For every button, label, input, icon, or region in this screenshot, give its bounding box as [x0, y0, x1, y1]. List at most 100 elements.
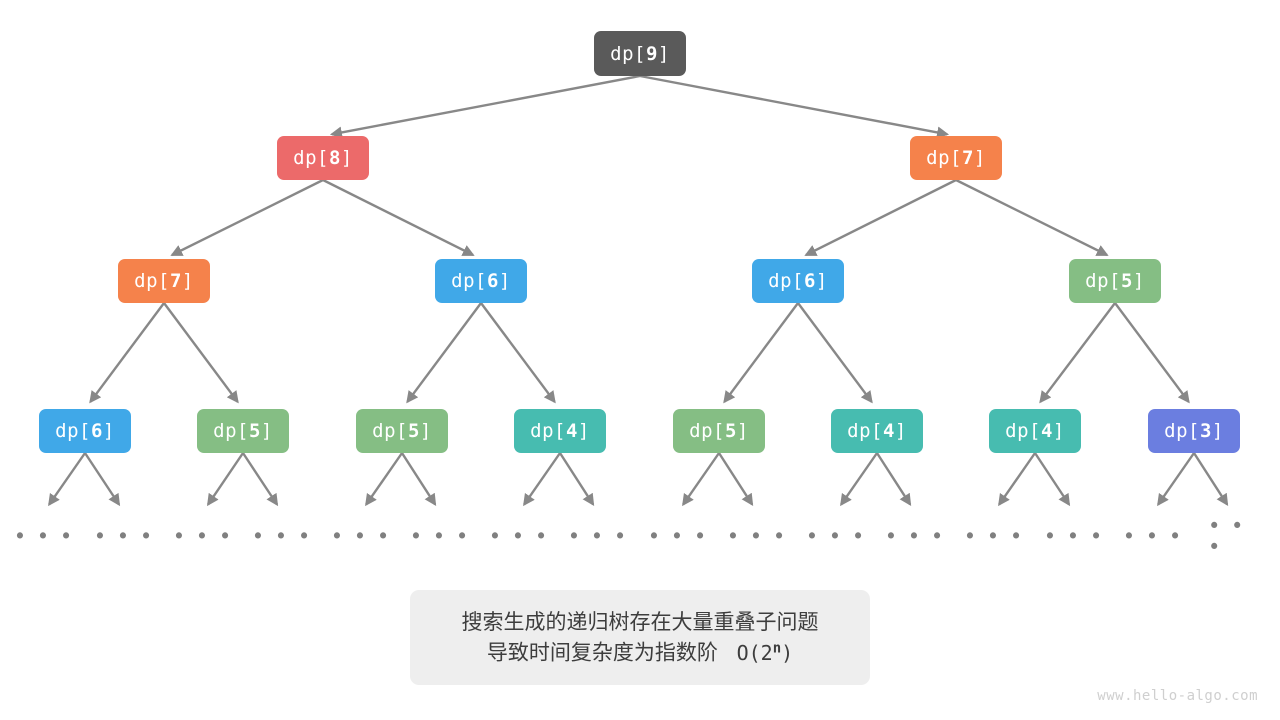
tree-node-dp-9[interactable]: dp[9] — [594, 31, 686, 76]
caption-line-2-text: 导致时间复杂度为指数阶 — [486, 640, 718, 665]
complexity-open: O(2 — [736, 640, 773, 665]
ellipsis-marker: • • • — [13, 524, 75, 549]
node-index-value: 7 — [169, 270, 182, 292]
node-label-suffix: ] — [340, 147, 353, 169]
tree-edge — [998, 452, 1036, 507]
node-index-value: 9 — [645, 42, 658, 65]
tree-node-dp-5[interactable]: dp[5] — [673, 409, 765, 453]
ellipsis-marker: • • • — [567, 524, 629, 549]
node-label-suffix: ] — [894, 420, 907, 442]
node-label-suffix: ] — [657, 42, 670, 65]
node-index-value: 5 — [248, 420, 261, 442]
node-index-value: 5 — [1120, 270, 1133, 292]
tree-node-dp-5[interactable]: dp[5] — [1069, 259, 1161, 303]
ellipsis-marker: • • • — [330, 524, 392, 549]
node-label-suffix: ] — [815, 270, 828, 292]
node-label-suffix: ] — [102, 420, 115, 442]
complexity-notation: O(2n) — [725, 640, 794, 665]
ellipsis-marker: • • • — [251, 524, 313, 549]
node-label-suffix: ] — [1132, 270, 1145, 292]
tree-edge — [89, 302, 165, 404]
ellipsis-marker: • • • — [963, 524, 1025, 549]
tree-edge — [206, 452, 244, 507]
tree-node-dp-7[interactable]: dp[7] — [910, 136, 1002, 180]
ellipsis-marker: • • • — [409, 524, 471, 549]
ellipsis-marker: • • • — [805, 524, 867, 549]
node-index-value: 3 — [1199, 420, 1212, 442]
tree-edge — [1157, 452, 1195, 507]
node-index-value: 6 — [90, 420, 103, 442]
node-label-prefix: dp[ — [689, 420, 725, 442]
node-label-prefix: dp[ — [134, 270, 170, 292]
complexity-exponent: n — [772, 640, 782, 657]
ellipsis-marker: • • • — [488, 524, 550, 549]
node-label-prefix: dp[ — [1005, 420, 1041, 442]
tree-node-dp-8[interactable]: dp[8] — [277, 136, 369, 180]
tree-edge — [875, 452, 912, 507]
tree-node-dp-4[interactable]: dp[4] — [514, 409, 606, 453]
node-label-prefix: dp[ — [768, 270, 804, 292]
tree-edge — [723, 302, 799, 404]
node-index-value: 6 — [486, 270, 499, 292]
tree-edge — [558, 452, 595, 507]
tree-edge — [523, 452, 561, 507]
tree-edge — [717, 452, 754, 507]
node-label-prefix: dp[ — [372, 420, 408, 442]
tree-node-dp-5[interactable]: dp[5] — [356, 409, 448, 453]
node-label-prefix: dp[ — [530, 420, 566, 442]
node-label-prefix: dp[ — [213, 420, 249, 442]
node-label-prefix: dp[ — [451, 270, 487, 292]
tree-edge — [322, 178, 475, 257]
node-label-prefix: dp[ — [293, 147, 329, 169]
caption-box: 搜索生成的递归树存在大量重叠子问题 导致时间复杂度为指数阶 O(2n) — [410, 590, 870, 685]
node-label-suffix: ] — [973, 147, 986, 169]
node-label-prefix: dp[ — [55, 420, 91, 442]
node-index-value: 8 — [328, 147, 341, 169]
watermark: www.hello-algo.com — [1097, 688, 1258, 704]
complexity-close: ) — [781, 640, 794, 665]
tree-node-dp-5[interactable]: dp[5] — [197, 409, 289, 453]
node-label-suffix: ] — [736, 420, 749, 442]
tree-edge — [682, 452, 720, 507]
node-label-suffix: ] — [1052, 420, 1065, 442]
tree-edge — [804, 178, 957, 257]
ellipsis-marker: • • • — [1043, 524, 1105, 549]
tree-node-dp-6[interactable]: dp[6] — [435, 259, 527, 303]
tree-edge — [1039, 302, 1116, 404]
tree-node-dp-4[interactable]: dp[4] — [989, 409, 1081, 453]
tree-edge — [48, 452, 86, 507]
tree-edge — [170, 178, 324, 257]
node-index-value: 4 — [1040, 420, 1053, 442]
ellipsis-marker: • • • — [93, 524, 155, 549]
tree-node-dp-6[interactable]: dp[6] — [752, 259, 844, 303]
tree-node-dp-3[interactable]: dp[3] — [1148, 409, 1240, 453]
tree-edge — [639, 74, 950, 139]
tree-edge — [797, 302, 873, 404]
node-label-prefix: dp[ — [847, 420, 883, 442]
tree-edge — [163, 302, 239, 404]
tree-edge — [406, 302, 482, 404]
tree-node-dp-6[interactable]: dp[6] — [39, 409, 131, 453]
node-index-value: 5 — [407, 420, 420, 442]
node-index-value: 6 — [803, 270, 816, 292]
node-index-value: 5 — [724, 420, 737, 442]
ellipsis-marker: • • • — [1208, 514, 1246, 559]
tree-edge — [1114, 302, 1190, 404]
node-index-value: 4 — [882, 420, 895, 442]
caption-line-2: 导致时间复杂度为指数阶 O(2n) — [487, 640, 793, 665]
ellipsis-marker: • • • — [726, 524, 788, 549]
tree-edge — [365, 452, 403, 507]
node-label-suffix: ] — [260, 420, 273, 442]
node-label-suffix: ] — [1211, 420, 1224, 442]
tree-node-dp-4[interactable]: dp[4] — [831, 409, 923, 453]
node-label-suffix: ] — [419, 420, 432, 442]
tree-edge — [480, 302, 556, 404]
tree-node-dp-7[interactable]: dp[7] — [118, 259, 210, 303]
tree-edge — [955, 178, 1109, 257]
node-label-suffix: ] — [577, 420, 590, 442]
tree-edge — [83, 452, 121, 507]
tree-edge — [1192, 452, 1229, 507]
node-label-prefix: dp[ — [1085, 270, 1121, 292]
tree-edge — [400, 452, 437, 507]
